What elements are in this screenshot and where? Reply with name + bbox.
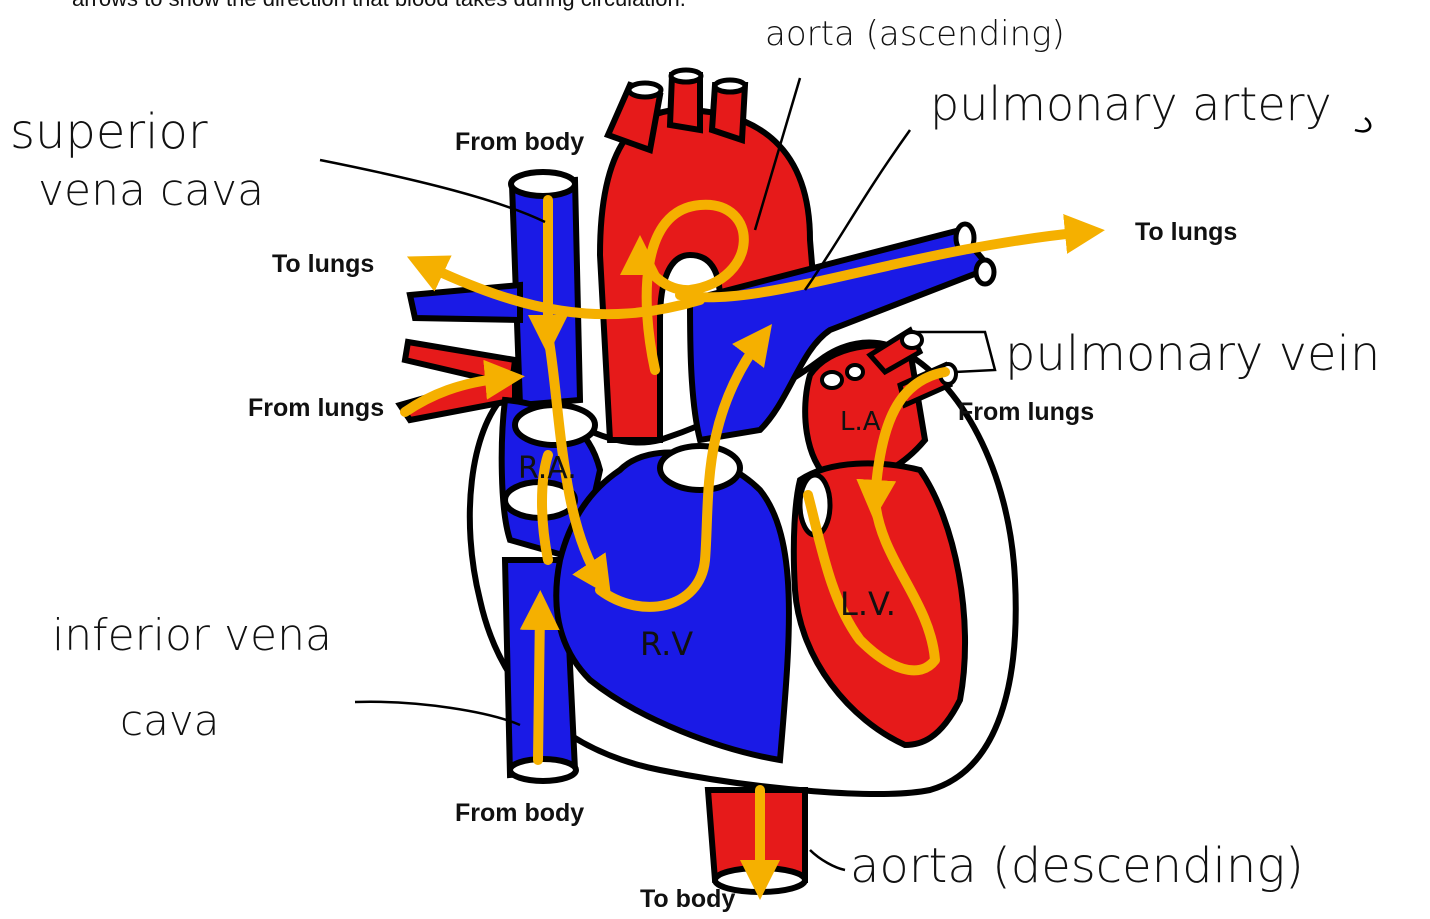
branch-opening-2 xyxy=(671,70,701,82)
label-pulmonary-vein: pulmonary vein xyxy=(1005,326,1380,382)
chamber-right-ventricle: R.V xyxy=(640,625,693,663)
label-inferior-vena-cava-2: cava xyxy=(120,696,219,745)
svc-opening xyxy=(511,172,575,196)
ivc-opening xyxy=(510,759,576,781)
leader-aorta-desc xyxy=(810,850,845,870)
label-inferior-vena-cava-1: inferior vena xyxy=(52,610,332,661)
flow-label-to-lungs-right: To lungs xyxy=(1135,218,1237,246)
la-hole-2 xyxy=(847,365,863,379)
flow-label-to-body: To body xyxy=(640,885,735,913)
pulmonary-artery-opening-2 xyxy=(976,260,994,284)
chamber-left-ventricle: L.V. xyxy=(840,585,896,623)
label-aorta-ascending: aorta (ascending) xyxy=(765,14,1065,54)
pv-opening-1 xyxy=(902,332,922,348)
branch-opening-3 xyxy=(715,80,745,92)
branch-opening-1 xyxy=(629,83,661,97)
flow-label-from-lungs-right: From lungs xyxy=(958,398,1094,426)
flow-ivc-up xyxy=(538,610,540,760)
la-hole-1 xyxy=(822,372,842,388)
label-superior-vena-cava-2: vena cava xyxy=(38,165,264,216)
pulmonary-valve-opening xyxy=(660,446,740,490)
chamber-right-atrium: R.A. xyxy=(518,451,577,486)
leader-ivc xyxy=(355,702,520,725)
label-superior-vena-cava-1: superior xyxy=(10,104,208,160)
flow-label-from-lungs-left: From lungs xyxy=(248,394,384,422)
chamber-left-atrium: L.A xyxy=(840,407,881,437)
flow-label-to-lungs-left: To lungs xyxy=(272,250,374,278)
flow-label-from-body-top: From body xyxy=(455,128,584,156)
label-aorta-descending: aorta (descending) xyxy=(850,838,1304,894)
flow-label-from-body-bottom: From body xyxy=(455,799,584,827)
left-pulmonary-artery-upper xyxy=(410,285,520,320)
leader-pv-tail xyxy=(1355,118,1370,131)
label-pulmonary-artery: pulmonary artery xyxy=(930,77,1332,131)
